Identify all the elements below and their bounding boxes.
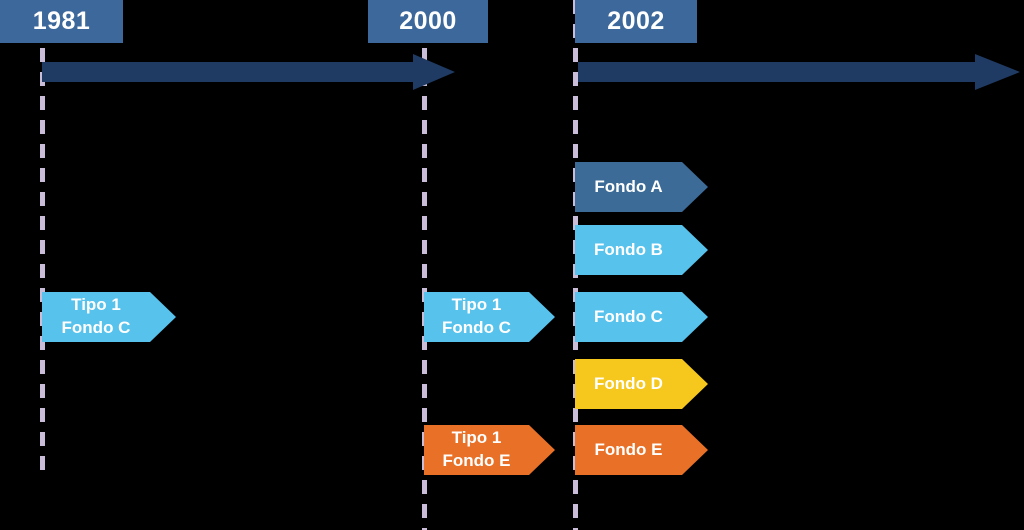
timeline-arrow-1981-2000: [42, 54, 455, 90]
dashed-line-1981: [40, 0, 45, 478]
pennant-label-line2: Fondo C: [442, 318, 511, 337]
dashed-line-2000: [422, 0, 427, 530]
pennant-label: Fondo D: [594, 373, 663, 393]
pennant-tipo1-fondo-e-2000: Tipo 1 Fondo E: [424, 425, 555, 475]
pennant-label-line2: Fondo C: [61, 318, 131, 337]
arrow-shape: [42, 54, 455, 90]
year-box-2002: 2002: [575, 0, 697, 43]
timeline-arrow-2002-onward: [578, 54, 1020, 90]
pennant-label: Fondo A: [594, 176, 663, 196]
year-label: 2002: [607, 7, 665, 35]
pennant-tipo1-fondo-c-2000: Tipo 1 Fondo C: [424, 292, 555, 342]
pennant-label-line2: Fondo E: [442, 451, 511, 470]
pennant-label: Fondo E: [594, 439, 663, 459]
pennant-fondo-c: Fondo C: [575, 292, 708, 342]
pennant-label-line1: Tipo 1: [451, 428, 502, 448]
pennant-fondo-e: Fondo E: [575, 425, 708, 475]
pennant-label-line1: Tipo 1: [71, 295, 121, 315]
year-label: 1981: [32, 7, 91, 35]
pennant-label: Fondo C: [594, 306, 663, 326]
pennant-tipo1-fondo-c-1981: Tipo 1 Fondo C: [42, 292, 176, 342]
pennant-label-line1: Tipo 1: [451, 295, 502, 315]
year-label: 2000: [399, 7, 457, 35]
pennant-fondo-b: Fondo B: [575, 225, 708, 275]
year-box-1981: 1981: [0, 0, 123, 43]
pennant-fondo-a: Fondo A: [575, 162, 708, 212]
arrow-shape: [578, 54, 1020, 90]
pennant-fondo-d: Fondo D: [575, 359, 708, 409]
pennant-label: Fondo B: [594, 239, 663, 259]
year-box-2000: 2000: [368, 0, 488, 43]
